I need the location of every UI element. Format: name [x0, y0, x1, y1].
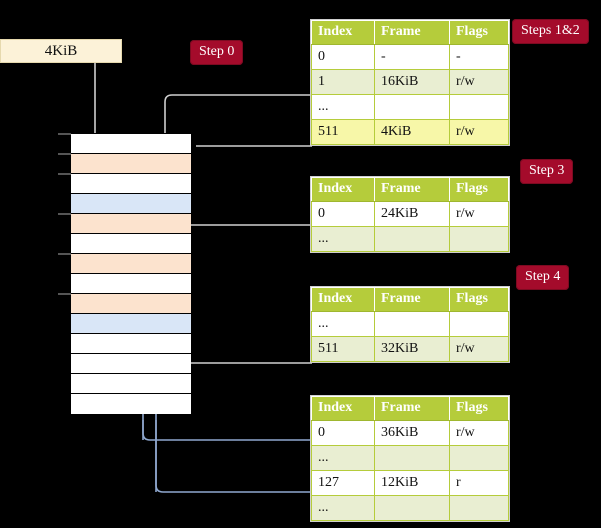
- badge-step-3: Step 3: [520, 159, 574, 184]
- memory-frame-3: [71, 194, 191, 214]
- cell-flags: r/w: [449, 336, 509, 362]
- column-header-flags: Flags: [449, 177, 509, 202]
- cell-flags: [449, 311, 509, 337]
- wire-table1-row511-to-memory: [196, 145, 312, 147]
- memory-tick-8: [58, 293, 71, 295]
- cell-frame: [374, 445, 450, 471]
- wire-table4-row127-to-memory: [155, 420, 312, 493]
- cell-frame: 4KiB: [374, 119, 450, 145]
- cell-index: ...: [311, 226, 375, 252]
- cell-frame: -: [374, 44, 450, 70]
- badge-steps-1-2: Steps 1&2: [512, 19, 589, 44]
- memory-frame-8: [71, 294, 191, 314]
- column-header-index: Index: [311, 396, 375, 421]
- table-row[interactable]: 0--: [311, 44, 509, 70]
- column-header-flags: Flags: [449, 287, 509, 312]
- column-header-frame: Frame: [374, 287, 450, 312]
- badge-step-0: Step 0: [190, 40, 244, 65]
- cell-flags: [449, 495, 509, 521]
- memory-frame-0: [71, 134, 191, 154]
- column-header-frame: Frame: [374, 177, 450, 202]
- cell-frame: [374, 311, 450, 337]
- cell-frame: 16KiB: [374, 69, 450, 95]
- cell-flags: [449, 445, 509, 471]
- column-header-frame: Frame: [374, 20, 450, 45]
- cell-index: 0: [311, 420, 375, 446]
- cell-frame: 32KiB: [374, 336, 450, 362]
- cell-flags: r/w: [449, 119, 509, 145]
- memory-tick-6: [58, 253, 71, 255]
- table-row[interactable]: ...: [311, 445, 509, 471]
- cell-flags: r: [449, 470, 509, 496]
- column-header-flags: Flags: [449, 20, 509, 45]
- table-row[interactable]: ...: [311, 94, 509, 120]
- cell-flags: r/w: [449, 420, 509, 446]
- column-header-frame: Frame: [374, 396, 450, 421]
- cell-index: ...: [311, 445, 375, 471]
- column-header-index: Index: [311, 177, 375, 202]
- cell-index: ...: [311, 94, 375, 120]
- column-header-flags: Flags: [449, 396, 509, 421]
- cell-index: ...: [311, 495, 375, 521]
- cell-frame: 24KiB: [374, 201, 450, 227]
- cell-frame: 12KiB: [374, 470, 450, 496]
- memory-tick-2: [58, 173, 71, 175]
- wire-table3-row511-to-memory: [178, 294, 312, 364]
- cell-index: 511: [311, 119, 375, 145]
- cell-flags: r/w: [449, 69, 509, 95]
- memory-frame-6: [71, 254, 191, 274]
- memory-frame-5: [71, 234, 191, 254]
- memory-frame-11: [71, 354, 191, 374]
- column-header-index: Index: [311, 287, 375, 312]
- cell-frame: [374, 495, 450, 521]
- memory-frame-10: [71, 334, 191, 354]
- memory-frame-9: [71, 314, 191, 334]
- table-row[interactable]: ...: [311, 226, 509, 252]
- cell-index: 0: [311, 201, 375, 227]
- wire-table4-row0-to-memory: [142, 420, 312, 441]
- cell-index: 511: [311, 336, 375, 362]
- memory-frame-7: [71, 274, 191, 294]
- cell-index: ...: [311, 311, 375, 337]
- cell-index: 127: [311, 470, 375, 496]
- memory-tick-4: [58, 213, 71, 215]
- memory-frame-1: [71, 154, 191, 174]
- cell-frame: 36KiB: [374, 420, 450, 446]
- cell-frame: [374, 94, 450, 120]
- memory-tick-0: [58, 133, 71, 135]
- wire-table2-row0-to-memory: [178, 224, 312, 254]
- memory-frame-12: [71, 374, 191, 394]
- cell-flags: -: [449, 44, 509, 70]
- cell-frame: [374, 226, 450, 252]
- page-box-label: 4KiB: [44, 43, 78, 59]
- memory-frame-2: [71, 174, 191, 194]
- cell-flags: r/w: [449, 201, 509, 227]
- page-box-4kib: 4KiB: [0, 39, 122, 63]
- cell-flags: [449, 94, 509, 120]
- memory-frame-13: [71, 394, 191, 414]
- physical-memory-column: [70, 133, 191, 414]
- badge-step-4: Step 4: [516, 265, 570, 290]
- cell-index: 1: [311, 69, 375, 95]
- column-header-index: Index: [311, 20, 375, 45]
- table-row[interactable]: ...: [311, 311, 509, 337]
- cell-index: 0: [311, 44, 375, 70]
- memory-frame-4: [71, 214, 191, 234]
- memory-tick-1: [58, 153, 71, 155]
- table-row[interactable]: ...: [311, 495, 509, 521]
- cell-flags: [449, 226, 509, 252]
